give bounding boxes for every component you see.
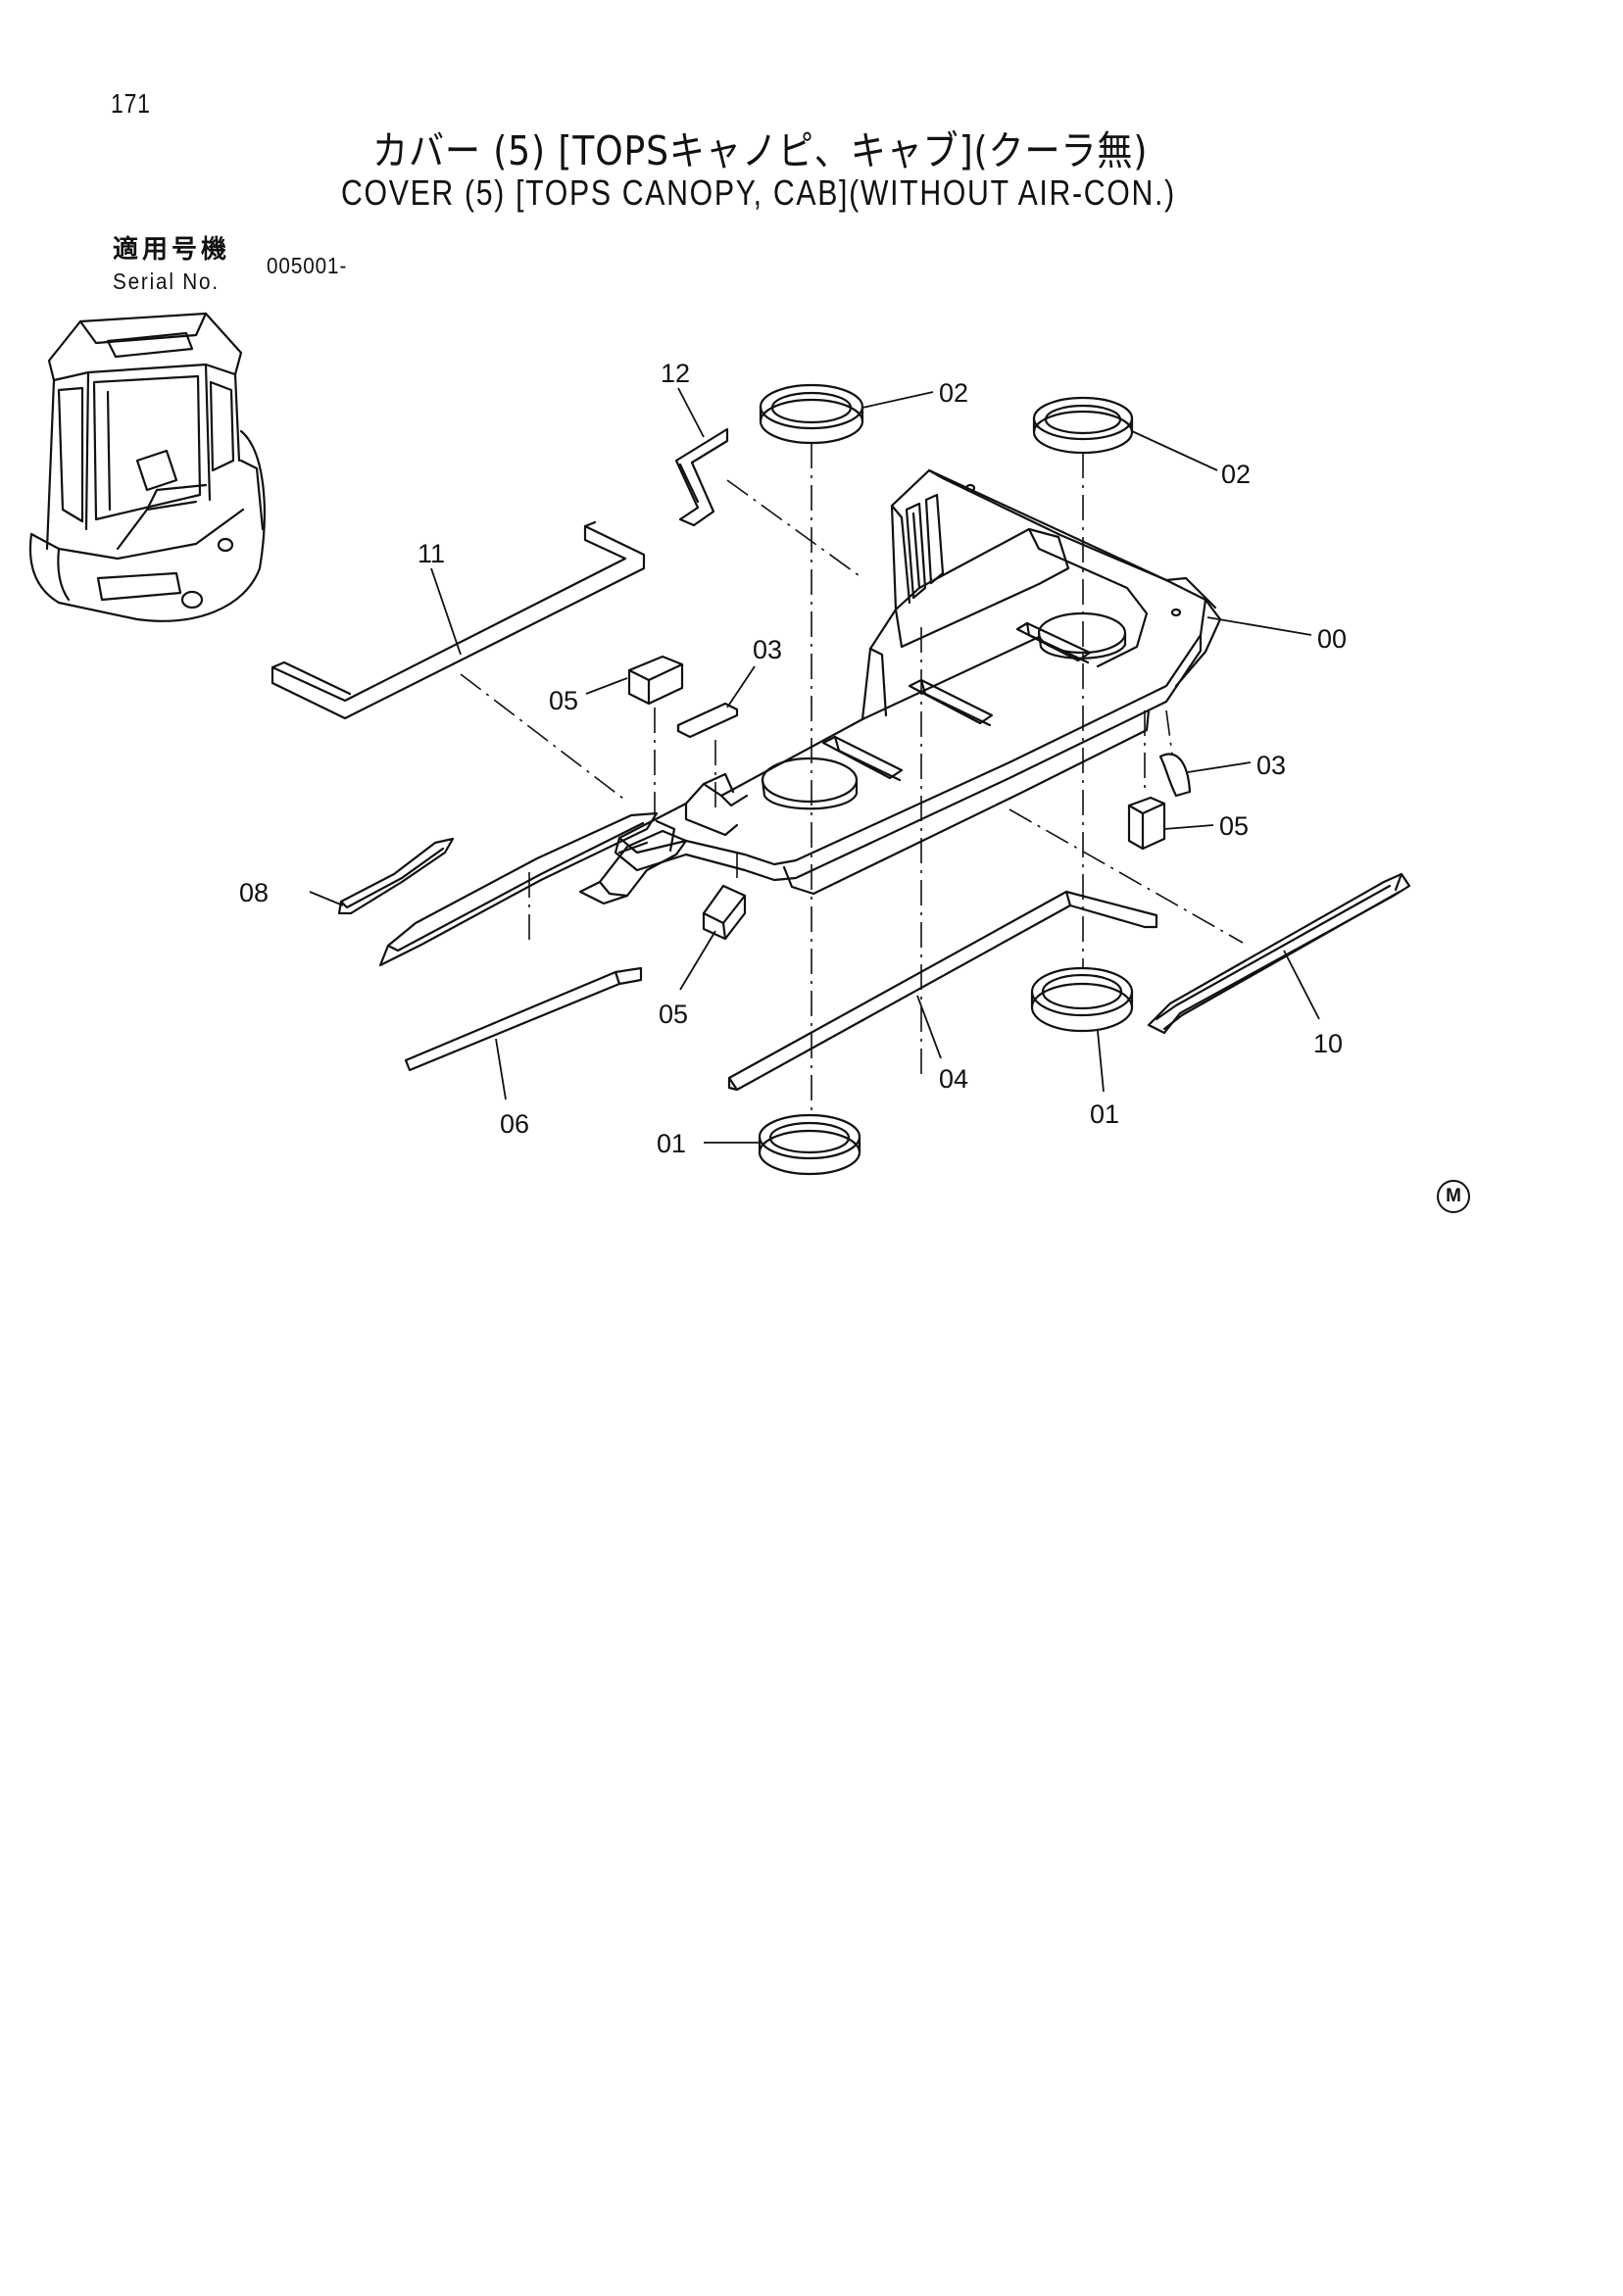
part-01-ring-left xyxy=(758,1113,861,1176)
callout-05-bottom: 05 xyxy=(659,1000,688,1029)
part-08-strip-lower xyxy=(378,811,659,967)
callout-00: 00 xyxy=(1317,624,1347,654)
callout-labels: 12 02 02 00 11 05 03 03 05 08 05 06 04 0… xyxy=(239,359,1347,1158)
part-12-bracket xyxy=(674,427,729,527)
leader-lines xyxy=(309,387,1320,1144)
callout-01-right: 01 xyxy=(1090,1099,1119,1129)
callout-05-top: 05 xyxy=(549,686,578,715)
callout-04: 04 xyxy=(939,1064,968,1094)
part-05-block-right xyxy=(1127,796,1166,851)
callout-08: 08 xyxy=(239,878,269,907)
callout-02-left: 02 xyxy=(939,378,968,408)
callout-01-left: 01 xyxy=(657,1129,686,1158)
serial-label-japanese: 適用号機 xyxy=(113,235,231,265)
part-02-ring-right xyxy=(1032,396,1134,455)
part-02-ring-left xyxy=(759,383,864,445)
page-title-japanese: カバー (5) [TOPSキャノピ、キャブ](クーラ無) xyxy=(372,127,1149,174)
callout-10: 10 xyxy=(1313,1029,1343,1058)
callout-03-right: 03 xyxy=(1256,751,1286,780)
callout-03-left: 03 xyxy=(753,635,782,664)
part-06-rod xyxy=(404,966,643,1072)
part-03-pad-right xyxy=(1158,753,1192,798)
part-05-block-top xyxy=(627,655,684,706)
callout-11: 11 xyxy=(418,539,445,568)
part-10-trim-strip xyxy=(1147,872,1411,1035)
page-number: 171 xyxy=(111,88,151,119)
part-01-ring-right xyxy=(1030,966,1134,1033)
part-03-pad-left xyxy=(676,702,739,739)
callout-12: 12 xyxy=(661,359,690,388)
machine-thumbnail xyxy=(28,312,266,622)
part-04-flat-bar xyxy=(727,890,1158,1092)
callout-05-right: 05 xyxy=(1219,811,1249,841)
serial-label-english: Serial No. xyxy=(113,269,220,294)
part-11-strip xyxy=(270,524,646,720)
callout-06: 06 xyxy=(500,1109,529,1139)
part-00-floor-cover xyxy=(614,468,1222,896)
m-marker-symbol: M xyxy=(1437,1180,1470,1213)
page-title-english: COVER (5) [TOPS CANOPY, CAB](WITHOUT AIR… xyxy=(341,172,1176,213)
part-08-strip-upper xyxy=(337,837,455,915)
assembly-lines xyxy=(460,443,1244,1115)
serial-number-value: 005001- xyxy=(267,253,348,278)
callout-02-right: 02 xyxy=(1221,460,1251,489)
part-05-block-bottom xyxy=(702,884,747,941)
